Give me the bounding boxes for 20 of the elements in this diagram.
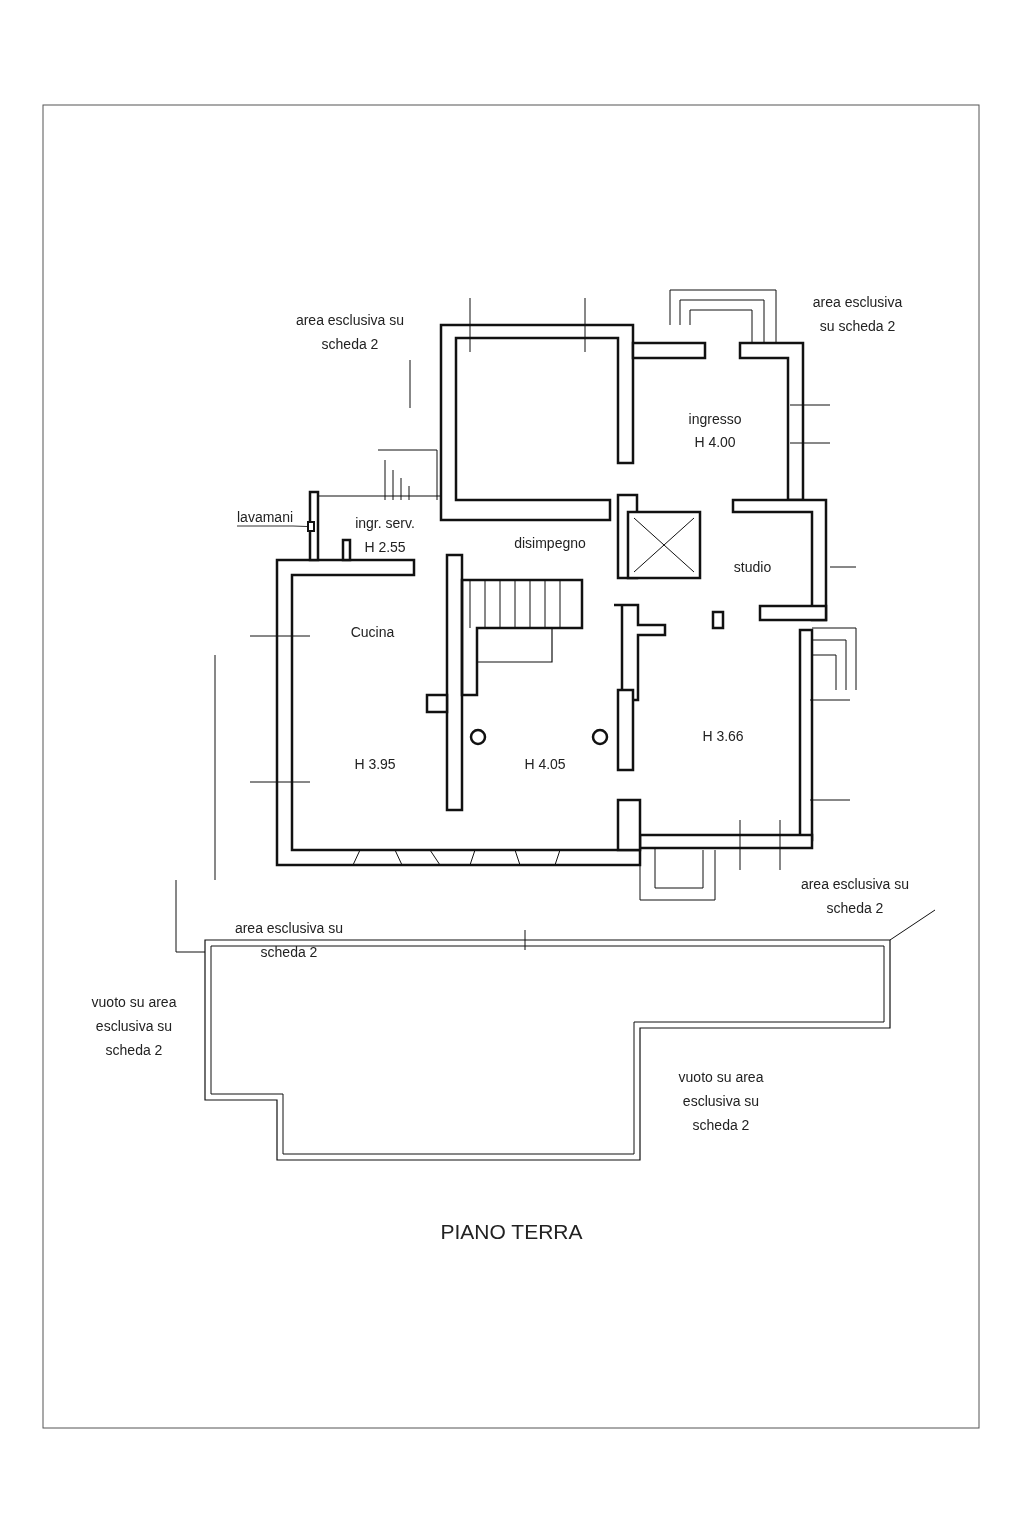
plan-title: PIANO TERRA — [439, 1220, 584, 1244]
height-label: H 2.55 — [363, 538, 407, 557]
room-label: Cucina — [349, 623, 396, 642]
room-label: studio — [732, 558, 773, 577]
room-label: disimpegno — [513, 534, 587, 553]
void-area-label: vuoto su area esclusiva su scheda 2 — [677, 1068, 765, 1135]
area-label: area esclusiva su scheda 2 — [800, 875, 910, 918]
height-label: H 4.05 — [523, 755, 567, 774]
height-label: H 4.00 — [693, 433, 737, 452]
area-label: area esclusiva su scheda 2 — [234, 919, 344, 962]
room-label: ingresso — [687, 410, 743, 429]
leader-line — [236, 525, 308, 527]
fixture-label: lavamani — [237, 508, 303, 526]
area-label: area esclusiva su scheda 2 — [295, 311, 405, 354]
sink-fixture — [307, 521, 315, 532]
void-area-label: vuoto su area esclusiva su scheda 2 — [90, 993, 178, 1060]
area-label: area esclusiva su scheda 2 — [811, 293, 904, 336]
height-label: H 3.66 — [701, 727, 745, 746]
room-label: ingr. serv. — [354, 514, 416, 533]
height-label: H 3.95 — [353, 755, 397, 774]
